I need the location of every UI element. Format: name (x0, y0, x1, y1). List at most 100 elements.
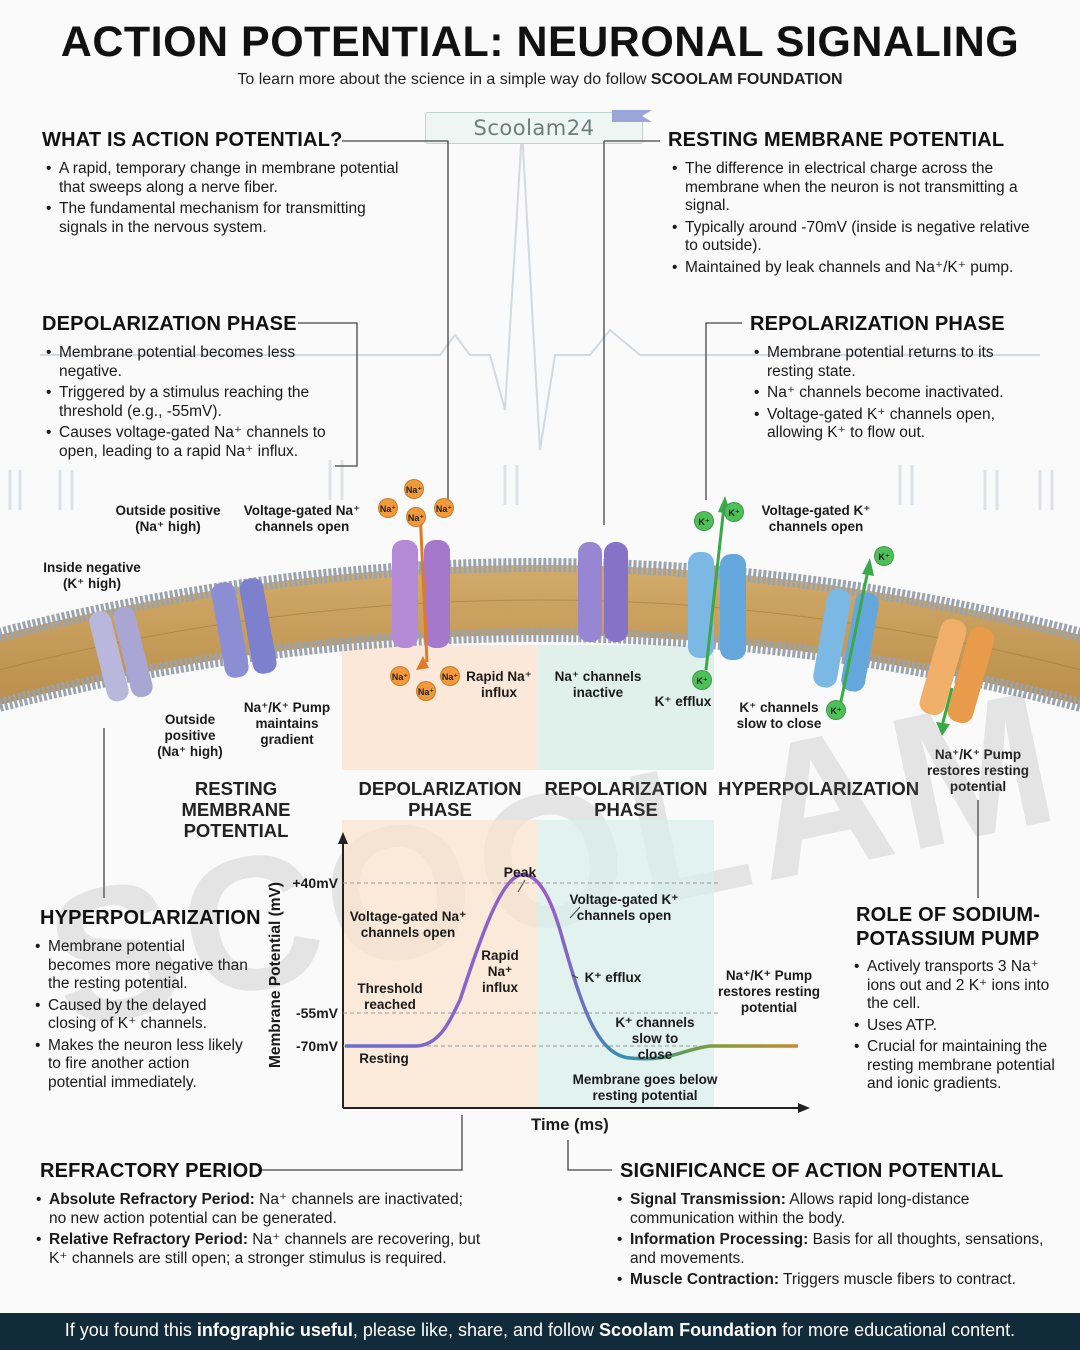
action-potential-graph: Membrane Potential (mV) Time (ms) +40mV -55… (267, 820, 820, 1134)
significance-list: Signal Transmission: Allows rapid long-d… (613, 1191, 1063, 1293)
k-efflux-arrow-2 (838, 569, 870, 707)
potassium-ion: K⁺ (692, 670, 712, 690)
potassium-ion: K⁺ (694, 511, 714, 531)
definition: Allows rapid long-distance communication… (630, 1191, 970, 1227)
list-item: Na⁺ channels become inactivated. (750, 384, 1040, 403)
resting-annotation: Resting (359, 1051, 409, 1066)
k-open-annotation: Voltage-gated K⁺channels open (570, 892, 679, 923)
list-item: Information Processing: Basis for all th… (613, 1231, 1063, 1268)
list-item: Crucial for maintaining the resting memb… (850, 1038, 1055, 1094)
graph-repol-band (538, 820, 714, 1108)
footer-text: If you found this (64, 1320, 197, 1340)
potassium-ion: K⁺ (724, 502, 744, 522)
k-channels-open-label: Voltage-gated K⁺ channels open (761, 503, 871, 534)
k-efflux-arrow (704, 505, 726, 671)
list-item: Causes voltage-gated Na⁺ channels to ope… (42, 424, 342, 461)
flag-icon (612, 110, 652, 122)
sodium-ion: Na⁺ (440, 666, 460, 686)
list-item: The fundamental mechanism for transmitti… (42, 200, 402, 237)
annotation-connector (571, 974, 579, 979)
tick-55: -55mV (296, 1005, 339, 1021)
tick-40: +40mV (292, 875, 338, 891)
footer-bold: infographic useful (196, 1320, 353, 1340)
xlabel: Time (ms) (531, 1116, 609, 1134)
pump-role-list: Actively transports 3 Na⁺ ions out and 2… (850, 958, 1055, 1097)
inside-negative-label: Inside negative (K⁺ high) (43, 560, 141, 591)
annotation-connector (569, 906, 581, 919)
repolarization-band (538, 645, 714, 770)
list-item: Muscle Contraction: Triggers muscle fibe… (613, 1271, 1063, 1290)
page-subtitle: To learn more about the science in a sim… (0, 71, 1080, 89)
sodium-ion: Na⁺ (416, 681, 436, 701)
hyperpolarization-list: Membrane potential becomes more negative… (31, 938, 251, 1095)
list-item: Membrane potential becomes less negative… (42, 344, 342, 381)
phase-depolarization: DEPOLARIZATION PHASE (358, 778, 522, 820)
potassium-ion: K⁺ (874, 546, 894, 566)
footer-text: , please like, share, and follow (352, 1320, 600, 1340)
na-inactive-label: Na⁺ channels inactive (554, 669, 642, 700)
phase-resting: RESTING MEMBRANE POTENTIAL (181, 778, 291, 841)
subtitle-text: To learn more about the science in a sim… (237, 71, 651, 88)
ylabel: Membrane Potential (mV) (267, 882, 284, 1068)
footer-text: for more educational content. (777, 1320, 1016, 1340)
list-item: Makes the neuron less likely to fire ano… (31, 1037, 251, 1093)
na-channel-open (392, 540, 450, 648)
k-channel-open (688, 552, 746, 660)
list-item: Signal Transmission: Allows rapid long-d… (613, 1191, 1063, 1228)
list-item: A rapid, temporary change in membrane po… (42, 160, 402, 197)
list-item: Membrane potential becomes more negative… (31, 938, 251, 994)
resting-heading: RESTING MEMBRANE POTENTIAL (668, 129, 1005, 151)
sodium-ion: Na⁺ (404, 479, 424, 499)
k-channel-slow (813, 588, 879, 692)
list-item: Absolute Refractory Period: Na⁺ channels… (32, 1191, 482, 1228)
list-item: Membrane potential returns to its restin… (750, 344, 1040, 381)
pump-restores-label: Na⁺/K⁺ Pump restores resting potential (926, 747, 1030, 794)
depolarization-list: Membrane potential becomes less negative… (42, 344, 342, 464)
potassium-ion: K⁺ (826, 700, 846, 720)
definition: Basis for all thoughts, sensations, and … (630, 1231, 1044, 1267)
refractory-heading: REFRACTORY PERIOD (40, 1160, 264, 1182)
k-slow-close-label: K⁺ channels slow to close (736, 700, 822, 731)
list-item: Relative Refractory Period: Na⁺ channels… (32, 1231, 482, 1268)
hyperpolarization-heading: HYPERPOLARIZATION (40, 907, 261, 929)
list-item: Maintained by leak channels and Na⁺/K⁺ p… (668, 259, 1038, 278)
sodium-ion: Na⁺ (390, 666, 410, 686)
action-potential-curve (345, 873, 798, 1061)
list-item: Voltage-gated K⁺ channels open, allowing… (750, 406, 1040, 443)
footer-bold: Scoolam Foundation (599, 1320, 778, 1340)
pump-channel-right (919, 618, 995, 724)
k-efflux-label: K⁺ efflux (654, 694, 712, 709)
na-channels-open-label: Voltage-gated Na⁺ channels open (243, 503, 361, 534)
depolarization-heading: DEPOLARIZATION PHASE (42, 313, 297, 335)
subtitle-brand: SCOOLAM FOUNDATION (650, 71, 843, 88)
refractory-list: Absolute Refractory Period: Na⁺ channels… (32, 1191, 482, 1271)
phase-hyperpolarization: HYPERPOLARIZATION (718, 778, 920, 799)
repolarization-list: Membrane potential returns to its restin… (750, 344, 1040, 446)
term: Relative Refractory Period: (49, 1231, 248, 1248)
peak-label: Peak (504, 864, 537, 880)
leak-channel (89, 606, 153, 702)
list-item: Uses ATP. (850, 1017, 1055, 1036)
what-is-list: A rapid, temporary change in membrane po… (42, 160, 402, 240)
definition: Na⁺ channels are recovering, but K⁺ chan… (49, 1231, 481, 1267)
footer-banner: If you found this infographic useful, pl… (0, 1313, 1080, 1350)
sodium-ion: Na⁺ (406, 507, 426, 527)
term: Information Processing: (630, 1231, 809, 1248)
pump-channel-left (211, 578, 277, 678)
definition: Triggers muscle fibers to contract. (778, 1271, 1016, 1288)
pump-role-heading: ROLE OF SODIUM-POTASSIUM PUMP (856, 904, 1041, 950)
list-item: The difference in electrical charge acro… (668, 160, 1038, 216)
brand-tag: Scoolam24 (425, 112, 643, 144)
pump-arrow (940, 687, 954, 727)
depolarization-band (342, 645, 538, 770)
repolarization-heading: REPOLARIZATION PHASE (750, 313, 1005, 335)
sodium-ion: Na⁺ (378, 498, 398, 518)
membrane-illustration (0, 496, 1080, 770)
term: Signal Transmission: (630, 1191, 786, 1208)
term: Muscle Contraction: (630, 1271, 779, 1288)
pump-maintains-label: Na⁺/K⁺ Pump maintains gradient (243, 700, 331, 747)
annotation-connector (517, 879, 526, 893)
